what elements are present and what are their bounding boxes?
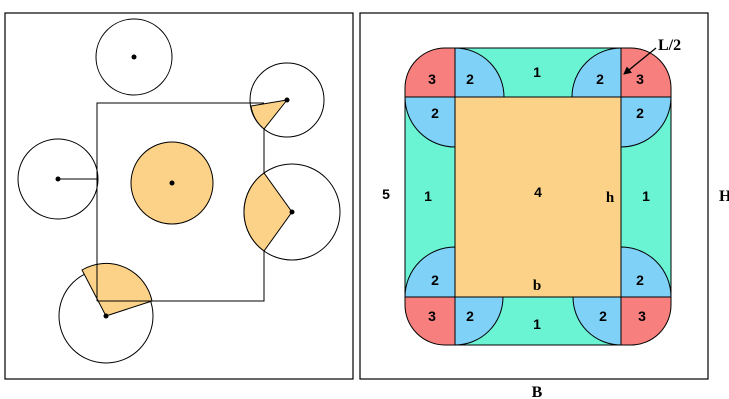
- circle-center-point: [284, 97, 290, 103]
- region-quarter-tl-top: [454, 47, 505, 98]
- label-quarter-br-side: 2: [636, 272, 644, 288]
- label-edge-right: 1: [642, 188, 650, 204]
- label-outer-height: H: [719, 188, 729, 205]
- circle-center-point: [169, 180, 175, 186]
- label-center: 4: [534, 184, 542, 200]
- label-inner-height: h: [606, 190, 615, 206]
- label-quarter-br-bottom: 2: [599, 308, 607, 324]
- circle-center-point: [55, 176, 61, 182]
- label-quarter-tr-side: 2: [636, 105, 644, 121]
- label-outer-base: B: [532, 384, 543, 399]
- region-quarter-br-side: [620, 246, 672, 298]
- region-corner-br: [620, 296, 672, 346]
- circle-center-point: [103, 313, 109, 319]
- half-length-arrow: [623, 47, 657, 75]
- label-edge-bottom: 1: [533, 316, 541, 332]
- region-quarter-bl-side: [404, 246, 456, 298]
- label-corner-br: 3: [638, 308, 646, 324]
- circle-corner-top-right: [249, 62, 325, 138]
- label-corner-bl: 3: [428, 308, 436, 324]
- overlap-segment: [243, 172, 293, 252]
- region-quarter-tr-top: [571, 47, 622, 98]
- label-quarter-tl-top: 2: [466, 71, 474, 87]
- label-outside: 5: [382, 186, 390, 202]
- circle-center-point: [289, 209, 295, 215]
- label-edge-left: 1: [424, 188, 432, 204]
- label-corner-tr: 3: [636, 71, 644, 87]
- region-corner-bl: [404, 296, 456, 346]
- circle-inside: [130, 141, 214, 225]
- region-quarter-tl-side: [404, 96, 456, 148]
- label-quarter-bl-side: 2: [431, 272, 439, 288]
- circle-crossing-bottom: [58, 263, 154, 364]
- region-quarter-bl-bottom: [454, 296, 504, 346]
- overlap-sector: [250, 99, 289, 130]
- region-center: [454, 96, 622, 298]
- label-edge-top: 1: [533, 64, 541, 80]
- label-half-length: L/2: [658, 37, 681, 54]
- circle-center-point: [131, 54, 137, 60]
- label-quarter-bl-bottom: 2: [466, 308, 474, 324]
- left-panel: [4, 12, 354, 380]
- region-corner-tl: [404, 47, 456, 98]
- label-quarter-tl-side: 2: [431, 105, 439, 121]
- label-corner-tl: 3: [428, 71, 436, 87]
- overlap-sector: [81, 263, 153, 317]
- circle-tangent-left: [17, 138, 99, 220]
- right-panel: 1 1 1 1 3 3 3 3 2 2 2 2 2 2 2 2 4 5 h b …: [359, 12, 709, 380]
- circle-crossing-right: [243, 163, 341, 261]
- label-quarter-tr-top: 2: [596, 71, 604, 87]
- circle-outside: [95, 18, 173, 96]
- region-corner-tr: [620, 47, 672, 98]
- label-inner-base: b: [533, 278, 541, 294]
- region-quarter-tr-side: [620, 96, 672, 148]
- region-quarter-br-bottom: [572, 296, 622, 346]
